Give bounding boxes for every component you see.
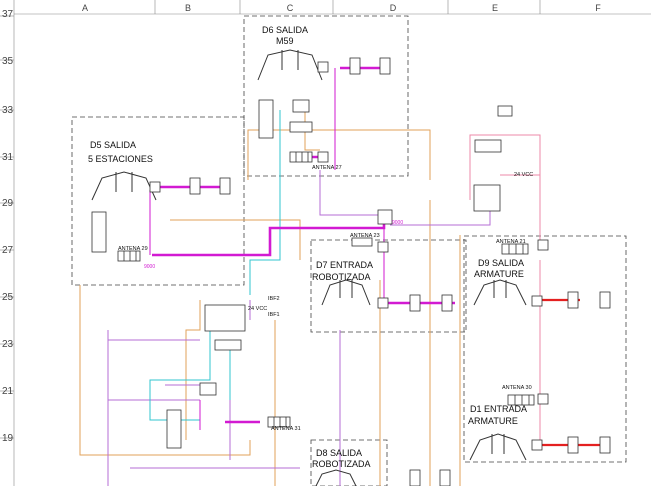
row-label-19: 19 — [2, 433, 14, 444]
column-labels: A B C D E F — [82, 3, 601, 13]
reader-block-d6 — [258, 99, 274, 139]
zone-d6-title-1: D6 SALIDA — [262, 25, 308, 35]
module-block-right — [473, 184, 501, 212]
zone-d7-title-1: D7 ENTRADA — [316, 260, 373, 270]
row-ticks — [0, 15, 14, 439]
device-blocks — [91, 99, 513, 449]
io-block-c — [497, 105, 513, 117]
antenna-21-icon — [501, 243, 529, 255]
antenna-symbols — [117, 151, 535, 428]
io-block-e — [474, 139, 502, 153]
zone-box-d8 — [310, 439, 388, 486]
magenta-thin-wiring — [149, 68, 385, 430]
row-label-31: 31 — [2, 152, 14, 163]
col-label-b: B — [185, 3, 191, 13]
zone-d1-title-2: ARMATURE — [468, 416, 518, 426]
antenna-29-icon — [117, 250, 141, 262]
zone-boxes — [71, 15, 627, 486]
zone-d8-title-2: ROBOTIZADA — [312, 459, 371, 469]
station-d1 — [469, 433, 527, 461]
antena-23-label: ANTENA 23 — [350, 233, 380, 239]
io-block-b — [289, 121, 313, 133]
antena-27-label: ANTENA 27 — [312, 165, 342, 171]
module-block-center — [204, 304, 246, 332]
purple-wiring — [107, 170, 491, 486]
row-label-27: 27 — [2, 245, 14, 256]
io-block-a — [292, 99, 310, 113]
col-label-f: F — [595, 3, 601, 13]
ibf1-label: IBF1 — [268, 312, 280, 318]
antenna-27-icon — [289, 151, 313, 163]
reader-block-d5 — [91, 211, 107, 253]
antenna-23-icon — [351, 237, 373, 247]
row-label-29: 29 — [2, 198, 14, 209]
row-label-25: 25 — [2, 292, 14, 303]
row-label-21: 21 — [2, 386, 14, 397]
col-label-c: C — [287, 3, 294, 13]
zone-titles: D6 SALIDA M59 D5 SALIDA 5 ESTACIONES D7 … — [88, 25, 527, 469]
station-d8 — [315, 469, 357, 486]
station-d9 — [473, 279, 527, 306]
col-label-a: A — [82, 3, 88, 13]
col-label-e: E — [492, 3, 498, 13]
vcc-label-center: 24 VCC — [248, 306, 267, 312]
sensor-boxes — [149, 57, 611, 486]
node-label-d5: 9000 — [144, 264, 155, 270]
antenna-31-icon — [267, 416, 291, 428]
zone-d9-title-2: ARMATURE — [474, 269, 524, 279]
row-label-35: 35 — [2, 56, 14, 67]
zone-d9-title-1: D9 SALIDA — [478, 258, 524, 268]
antena-21-label: ANTENA 21 — [496, 239, 526, 245]
col-label-d: D — [390, 3, 397, 13]
grid-frame — [13, 0, 651, 486]
row-label-37: 37 — [2, 9, 14, 20]
zone-box-d6 — [243, 15, 409, 177]
zone-d1-title-1: D1 ENTRADA — [470, 404, 527, 414]
magenta-wiring — [152, 66, 455, 424]
node-label-junction: 9000 — [392, 220, 403, 226]
antenna-30-icon — [507, 394, 535, 406]
zone-d5-title-2: 5 ESTACIONES — [88, 154, 153, 164]
junction-box — [377, 209, 393, 225]
row-label-33: 33 — [2, 105, 14, 116]
antena-30-label: ANTENA 30 — [502, 385, 532, 391]
antena-31-label: ANTENA 31 — [271, 426, 301, 432]
zone-d7-title-2: ROBOTIZADA — [312, 272, 371, 282]
zone-d5-title-1: D5 SALIDA — [90, 140, 136, 150]
reader-block-d3 — [166, 409, 182, 449]
row-labels: 37 35 33 31 29 27 25 23 21 19 — [2, 9, 14, 444]
zone-box-d5 — [71, 116, 245, 286]
zone-d8-title-1: D8 SALIDA — [316, 448, 362, 458]
io-block-d — [199, 382, 217, 396]
zone-box-d9-d1 — [463, 235, 627, 463]
component-labels: ANTENA 27 ANTENA 29 ANTENA 23 ANTENA 21 … — [118, 165, 533, 432]
io-block-f — [214, 339, 242, 351]
antena-29-label: ANTENA 29 — [118, 246, 148, 252]
station-d6 — [257, 49, 323, 81]
orange-wiring — [79, 108, 461, 486]
red-wiring — [540, 298, 610, 447]
zone-box-d7 — [310, 239, 467, 333]
ibf2-label: IBF2 — [268, 296, 280, 302]
pink-wiring — [469, 134, 541, 440]
zone-d6-title-2: M59 — [276, 36, 294, 46]
vcc-label-right: 24 VCC — [514, 172, 533, 178]
station-d5 — [91, 171, 157, 201]
cyan-wiring — [149, 110, 281, 421]
station-d7 — [321, 279, 371, 306]
station-symbols — [91, 49, 527, 486]
node-labels: 9000 9000 — [144, 220, 403, 270]
row-label-23: 23 — [2, 339, 14, 350]
